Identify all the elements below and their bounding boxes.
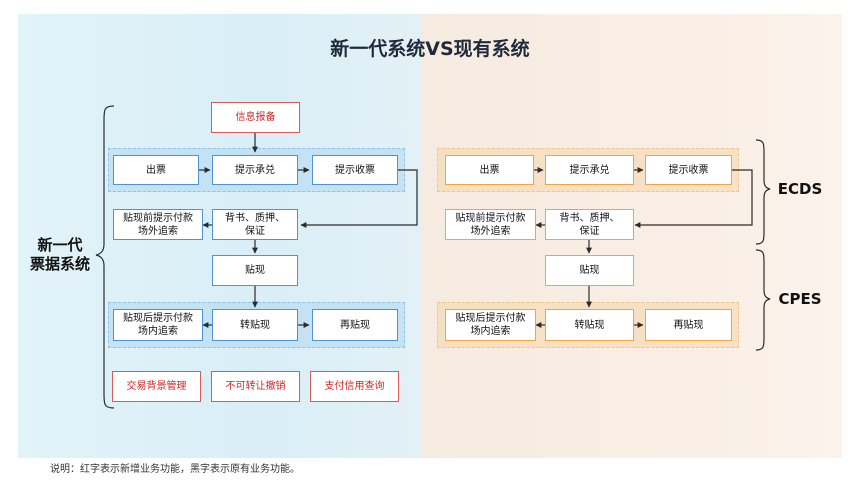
right-prompt-accept-node: 提示承兑 bbox=[545, 155, 634, 185]
ecds-label: ECDS bbox=[777, 180, 823, 198]
re-discount-node: 再贴现 bbox=[312, 309, 398, 341]
right-rediscount-node: 转贴现 bbox=[545, 309, 634, 341]
page-title: 新一代系统VS现有系统 bbox=[330, 38, 530, 60]
prompt-accept-node: 提示承兑 bbox=[212, 155, 298, 185]
discount-node: 贴现 bbox=[212, 255, 298, 286]
endorse-node: 背书、质押、保证 bbox=[212, 209, 298, 240]
non-transfer-revoke-node: 不可转让撤销 bbox=[211, 371, 300, 402]
issue-node: 出票 bbox=[113, 155, 199, 185]
right-prompt-receive-node: 提示收票 bbox=[645, 155, 732, 185]
right-issue-node: 出票 bbox=[445, 155, 534, 185]
credit-query-node: 支付信用查询 bbox=[310, 371, 399, 402]
new-system-label: 新一代 票据系统 bbox=[29, 236, 90, 273]
trade-background-node: 交易背景管理 bbox=[112, 371, 201, 402]
cpes-label: CPES bbox=[778, 290, 822, 308]
right-re-discount-node: 再贴现 bbox=[645, 309, 732, 341]
pre-discount-node: 贴现前提示付款场外追索 bbox=[113, 209, 203, 240]
right-endorse-node: 背书、质押、保证 bbox=[545, 209, 634, 240]
info-report-node: 信息报备 bbox=[211, 102, 300, 133]
left-brace bbox=[95, 105, 115, 409]
rediscount-node: 转贴现 bbox=[212, 309, 298, 341]
right-pre-discount-node: 贴现前提示付款场外追索 bbox=[445, 209, 536, 240]
footnote: 说明：红字表示新增业务功能，黑字表示原有业务功能。 bbox=[50, 464, 300, 475]
cpes-brace bbox=[755, 249, 771, 351]
post-discount-node: 贴现后提示付款场内追索 bbox=[113, 309, 203, 341]
right-discount-node: 贴现 bbox=[545, 255, 634, 286]
ecds-brace bbox=[755, 139, 771, 245]
prompt-receive-node: 提示收票 bbox=[312, 155, 398, 185]
right-post-discount-node: 贴现后提示付款场内追索 bbox=[445, 309, 536, 341]
